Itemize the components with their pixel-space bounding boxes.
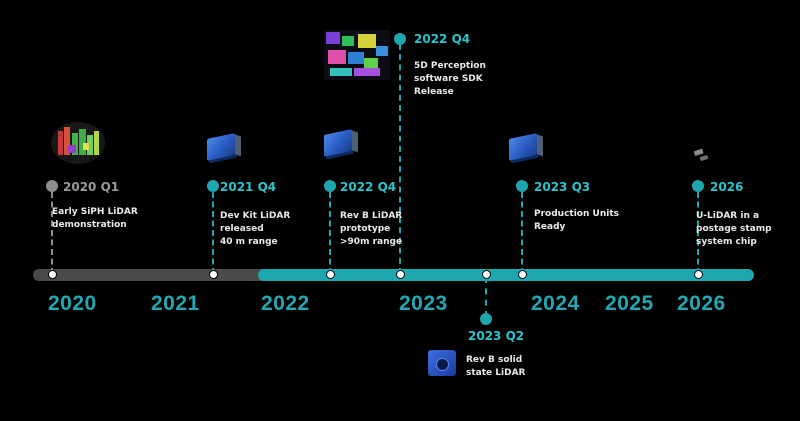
year-label: 2023 (399, 292, 448, 315)
description-line: postage stamp (696, 224, 772, 234)
timeline-track-future (258, 269, 754, 281)
milestone-description-2023q2: Rev B solid state LiDAR (466, 354, 525, 380)
description-line: system chip (696, 237, 757, 247)
year-label: 2020 (48, 292, 97, 315)
description-line: prototype (340, 224, 391, 234)
milestone-description-2023q3: Production Units Ready (534, 208, 619, 234)
year-label: 2026 (677, 292, 726, 315)
milestone-description-2026: U-LiDAR in a postage stamp system chip (696, 210, 772, 249)
connector-2020q1 (51, 192, 53, 274)
milestone-label: 2023 Q3 (534, 180, 591, 194)
lidar-device-icon (207, 133, 235, 161)
year-label: 2024 (531, 292, 580, 315)
description-line: state LiDAR (466, 368, 526, 378)
milestone-label: 2022 Q4 (340, 180, 397, 194)
description-line: Rev B solid (466, 355, 523, 365)
connector-2026 (697, 192, 699, 274)
milestone-label: 2020 Q1 (63, 180, 120, 194)
year-label: 2022 (261, 292, 310, 315)
milestone-label: 2021 Q4 (220, 180, 277, 194)
description-line: U-LiDAR in a (696, 211, 760, 221)
description-line: Release (414, 87, 454, 97)
track-dot-2023q3 (518, 270, 527, 279)
connector-2022q4-a (329, 192, 331, 274)
description-line: released (220, 224, 264, 234)
lidar-device-icon (324, 129, 352, 157)
milestone-label: 2026 (710, 180, 744, 194)
milestone-label: 2022 Q4 (414, 32, 471, 46)
track-dot-2022q4-b (396, 270, 405, 279)
track-dot-2026 (694, 270, 703, 279)
timeline-track-past (33, 269, 273, 281)
track-dot-2021q4 (209, 270, 218, 279)
track-dot-2020q1 (48, 270, 57, 279)
description-line: demonstration (52, 220, 127, 230)
track-dot-2022q4-a (326, 270, 335, 279)
connector-2023q3 (521, 192, 523, 274)
connector-2022q4-b (399, 44, 401, 274)
solid-state-lidar-icon (428, 350, 456, 376)
description-line: Ready (534, 222, 566, 232)
milestone-marker-2023q3 (516, 180, 528, 192)
connector-2021q4 (212, 192, 214, 274)
milestone-description-2020q1: Early SiPH LiDAR demonstration (52, 206, 138, 232)
description-line: Dev Kit LiDAR (220, 211, 291, 221)
milestone-marker-2022q4-a (324, 180, 336, 192)
connector-2023q2 (485, 277, 487, 317)
track-dot-2023q2 (482, 270, 491, 279)
description-line: software SDK (414, 74, 483, 84)
year-label: 2025 (605, 292, 654, 315)
milestone-marker-2026 (692, 180, 704, 192)
description-line: 5D Perception (414, 61, 486, 71)
lens-icon (436, 358, 449, 371)
milestone-description-2022q4-a: Rev B LiDAR prototype >90m range (340, 210, 402, 249)
milestone-marker-2021q4 (207, 180, 219, 192)
milestone-label: 2023 Q2 (468, 329, 525, 343)
description-line: Rev B LiDAR (340, 211, 403, 221)
point-cloud-image (51, 122, 105, 164)
description-line: >90m range (340, 237, 403, 247)
milestone-marker-2022q4-b (394, 33, 406, 45)
perception-scene-image (324, 30, 390, 80)
chip-icon (693, 148, 709, 161)
lidar-device-icon (509, 133, 537, 161)
description-line: 40 m range (220, 237, 278, 247)
milestone-marker-2020q1 (46, 180, 58, 192)
description-line: Early SiPH LiDAR (52, 207, 138, 217)
description-line: Production Units (534, 209, 619, 219)
year-label: 2021 (151, 292, 200, 315)
milestone-marker-2023q2 (480, 313, 492, 325)
milestone-description-2021q4: Dev Kit LiDAR released 40 m range (220, 210, 290, 249)
milestone-description-2022q4-b: 5D Perception software SDK Release (414, 60, 486, 99)
